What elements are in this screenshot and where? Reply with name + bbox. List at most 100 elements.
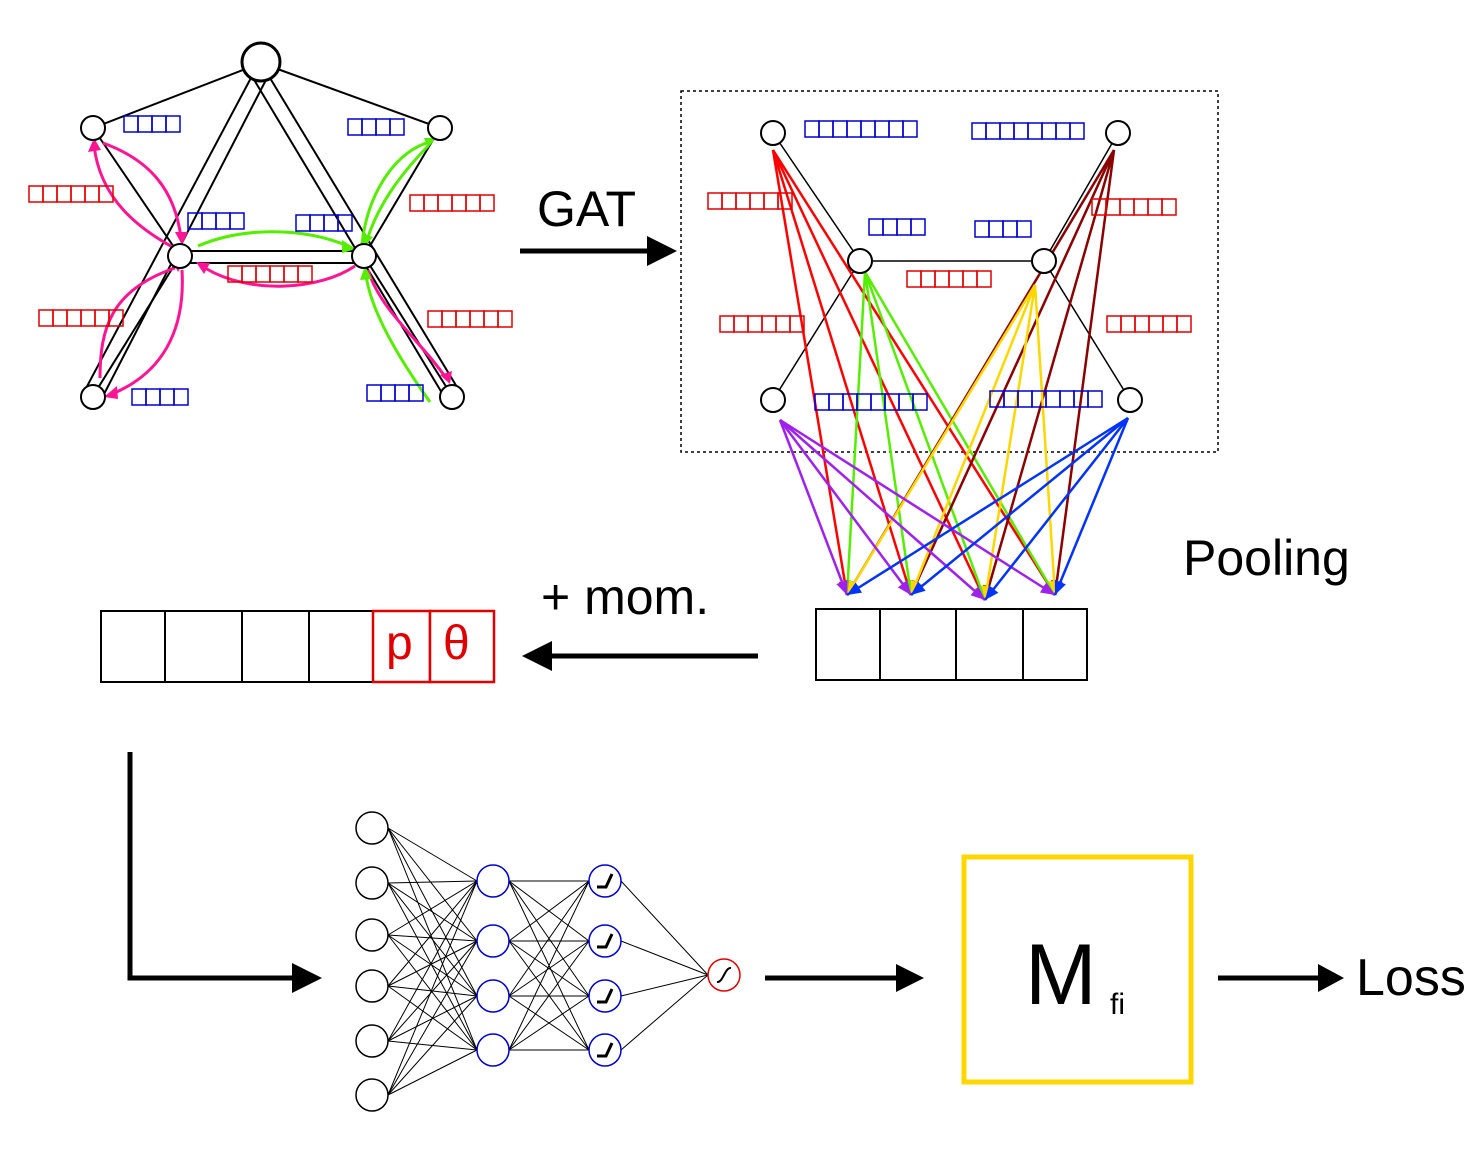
attn-arrow (365, 144, 430, 241)
network-connection (508, 880, 590, 997)
hidden-neuron (476, 1033, 510, 1067)
node-feature-vector (814, 393, 928, 411)
relu-neuron (588, 864, 622, 898)
feature-cell (1013, 122, 1029, 140)
feature-cell (1041, 122, 1057, 140)
feature-cell (1147, 198, 1163, 216)
relu-neuron (588, 979, 622, 1013)
attn-arrow (360, 140, 431, 245)
pooling-arrow (983, 284, 1037, 601)
attn-arrow (102, 141, 183, 239)
feature-cell (974, 220, 990, 238)
pooling-arrow (845, 271, 867, 596)
feature-cell (1119, 198, 1135, 216)
edge-feature-vector (409, 194, 495, 212)
graph-node (240, 41, 282, 83)
gat-label: GAT (537, 181, 637, 237)
feature-cell (1133, 198, 1149, 216)
feature-cell (910, 218, 926, 236)
feature-cell (441, 310, 457, 328)
network-connection (387, 880, 478, 1096)
feature-cell (437, 194, 453, 212)
edge-feature-vector (1091, 198, 1177, 216)
network-connection (620, 974, 709, 997)
feature-cell (255, 265, 271, 283)
p-label: p (386, 617, 413, 670)
pooling-arrowhead (836, 579, 848, 595)
relu-icon (597, 988, 614, 1004)
node-feature-vector (123, 115, 181, 133)
feature-cell (721, 192, 737, 210)
edge-feature-vector (707, 192, 793, 210)
pooling-arrow (863, 271, 987, 601)
matrix-element-label: M (1025, 927, 1097, 1023)
gat-output-graph (680, 90, 1219, 601)
pooled-vector (815, 608, 1088, 681)
pooling-arrow (909, 284, 1037, 596)
momentum-cell (371, 609, 432, 684)
feature-cell (763, 192, 779, 210)
feature-cell (84, 185, 100, 203)
relu-neuron (588, 924, 622, 958)
node-feature-vector (868, 218, 926, 236)
node-feature-vector (971, 122, 1085, 140)
feature-cell (1059, 390, 1075, 408)
input-neuron (355, 969, 389, 1003)
feature-cell (906, 270, 922, 288)
pooling-arrowhead (847, 582, 863, 595)
feature-cell (131, 388, 147, 406)
pooled-cell (1022, 608, 1088, 681)
network-connection (387, 880, 478, 987)
feature-cell (1045, 390, 1061, 408)
momentum-arrowhead (522, 641, 552, 671)
feature-cell (409, 194, 425, 212)
feature-cell (971, 122, 987, 140)
network-connection (620, 940, 709, 976)
momentum-cell (428, 609, 496, 684)
feature-cell (1069, 122, 1085, 140)
attn-arrow (197, 230, 349, 248)
pooling-arrowhead (985, 585, 999, 600)
feature-cell (860, 120, 876, 138)
attention-arrows-magenta (88, 138, 452, 399)
feature-cell (455, 310, 471, 328)
node-feature-vector (989, 390, 1103, 408)
feature-cell (747, 315, 763, 333)
relu-icon (597, 933, 614, 949)
pooling-arrow (983, 149, 1116, 601)
gat-arrowhead (647, 236, 677, 266)
feature-cell (283, 265, 299, 283)
relu-icon (597, 1042, 614, 1058)
feature-cell (828, 393, 844, 411)
feature-cell (804, 120, 820, 138)
feature-cell (761, 315, 777, 333)
feature-cell (896, 218, 912, 236)
node-feature-vector (974, 220, 1032, 238)
feature-cell (173, 388, 189, 406)
pooling-arrow (1033, 284, 1057, 596)
feature-cell (108, 309, 124, 327)
attn-arrow (364, 273, 432, 403)
feature-cell (868, 218, 884, 236)
network-connection (387, 882, 478, 997)
graph-node (847, 248, 873, 274)
pooling-arrows (771, 149, 1130, 601)
network-connection (387, 940, 478, 1042)
network-connection (387, 940, 478, 987)
feature-cell (451, 194, 467, 212)
pooling-arrow (845, 284, 1037, 596)
input-graph-feature-vectors (28, 115, 513, 406)
feature-cell (719, 315, 735, 333)
graph-node (1105, 120, 1131, 146)
loss-label: Loss (1356, 949, 1466, 1007)
input-neuron (355, 918, 389, 952)
feature-cell (394, 384, 410, 402)
feature-cell (423, 194, 439, 212)
gat-output-frame (680, 90, 1219, 453)
network-connection (387, 827, 478, 882)
feature-cell (80, 309, 96, 327)
feature-cell (38, 309, 54, 327)
pooling-arrowhead (1054, 579, 1066, 595)
feature-cell (408, 384, 424, 402)
feature-cell (295, 214, 311, 232)
